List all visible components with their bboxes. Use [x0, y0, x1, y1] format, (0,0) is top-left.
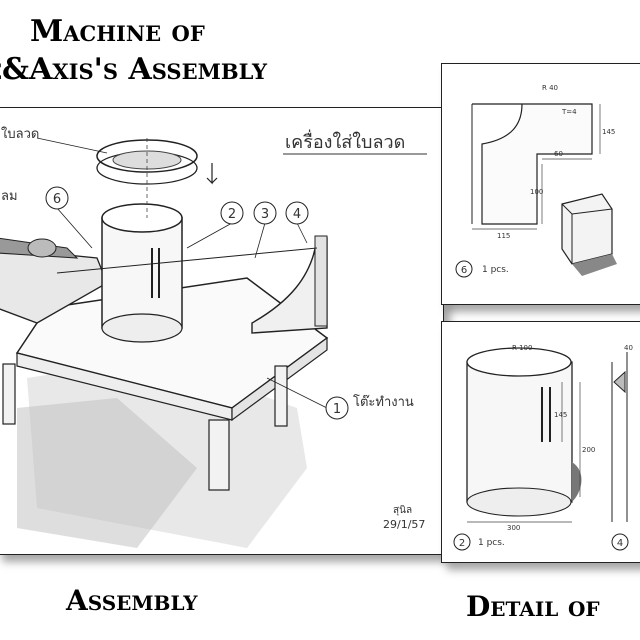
drawing-date: 29/1/57: [383, 518, 425, 531]
callout-1: 1: [333, 402, 341, 417]
dim-r100: R 100: [512, 344, 532, 352]
dim-200: 200: [582, 446, 595, 454]
label-table: โต๊ะทำงาน: [353, 394, 414, 410]
detail-sketch-part-2: R 100 145 200 300 40 2 1 pcs. 4: [453, 344, 633, 551]
heading-thai: เครื่องใส่ใบลวด: [285, 129, 405, 153]
title-line-1: Machine of: [30, 14, 205, 49]
caption-assembly: Assembly: [66, 584, 198, 617]
assembly-sketch: 2 3 4 6 1 เครื่องใส่ใบลวด ใบลวด ลม โต๊ะท…: [0, 126, 427, 548]
assembly-drawing-panel: 2 3 4 6 1 เครื่องใส่ใบลวด ใบลวด ลม โต๊ะท…: [0, 107, 444, 555]
detail-top-part-no: 6: [461, 265, 467, 276]
title-line-2: e&Axis's Assembly: [0, 52, 268, 87]
dim-145: 145: [602, 128, 615, 136]
detail-panel-part-2: R 100 145 200 300 40 2 1 pcs. 4: [441, 321, 640, 563]
detail-sketch-part-6: R 40 T=4 145 60 115 100 6 1 pcs.: [455, 84, 617, 278]
callout-6: 6: [53, 192, 61, 207]
detail-bottom-qty: 1 pcs.: [478, 538, 505, 548]
callout-4: 4: [293, 207, 301, 222]
dim-145-b: 145: [554, 411, 567, 419]
callout-3: 3: [261, 207, 269, 222]
dim-60: 60: [554, 150, 563, 158]
detail-panel-part-6: R 40 T=4 145 60 115 100 6 1 pcs.: [441, 63, 640, 305]
callout-2: 2: [228, 207, 236, 222]
dim-300: 300: [507, 524, 520, 532]
detail-bottom-part-no: 2: [459, 538, 465, 549]
caption-detail: Detail of: [466, 590, 600, 623]
detail-bottom-side-part-no: 4: [617, 538, 623, 549]
dim-r40: R 40: [542, 84, 558, 92]
dim-t4: T=4: [561, 108, 577, 116]
dim-40: 40: [624, 344, 633, 352]
label-wire: ใบลวด: [1, 126, 39, 142]
detail-top-qty: 1 pcs.: [482, 265, 509, 275]
signature: สุนิล: [393, 505, 412, 516]
dim-100: 100: [530, 188, 543, 196]
dim-115: 115: [497, 232, 510, 240]
label-air: ลม: [1, 189, 18, 204]
